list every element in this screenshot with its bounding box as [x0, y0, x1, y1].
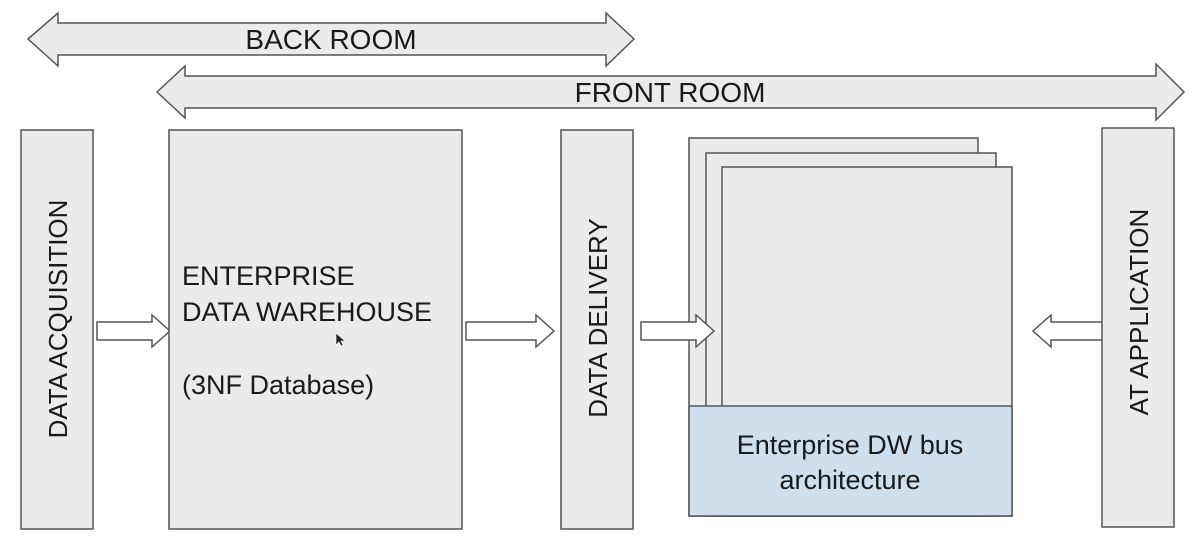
acquisition-to-edw-arrow — [96, 313, 172, 349]
enterprise-data-warehouse-box — [168, 129, 463, 530]
edw-to-delivery-arrow — [465, 313, 556, 349]
data-delivery-box — [560, 129, 634, 530]
bus-label-line1: Enterprise DW bus — [737, 430, 964, 460]
edw-subtitle: (3NF Database) — [182, 370, 374, 400]
mouse-cursor-icon — [335, 332, 346, 347]
delivery-to-marts-arrow — [640, 313, 716, 349]
front-room-label: FRONT ROOM — [575, 77, 766, 108]
front-room-double-arrow — [155, 62, 1186, 122]
at-application-box — [1101, 127, 1175, 528]
edw-title-line2: DATA WAREHOUSE — [182, 297, 432, 327]
bus-label-line2: architecture — [779, 465, 920, 495]
data-acquisition-box — [20, 129, 94, 530]
at-application-label: AT APPLICATION — [1124, 209, 1154, 416]
data-acquisition-label: DATA ACQUISITION — [43, 200, 73, 439]
back-room-double-arrow — [26, 11, 636, 68]
back-room-label: BACK ROOM — [245, 24, 416, 55]
enterprise-dw-bus-box — [688, 405, 1013, 517]
edw-title-line1: ENTERPRISE — [182, 261, 355, 291]
data-delivery-label: DATA DELIVERY — [583, 218, 613, 417]
application-to-marts-arrow — [1031, 313, 1107, 349]
